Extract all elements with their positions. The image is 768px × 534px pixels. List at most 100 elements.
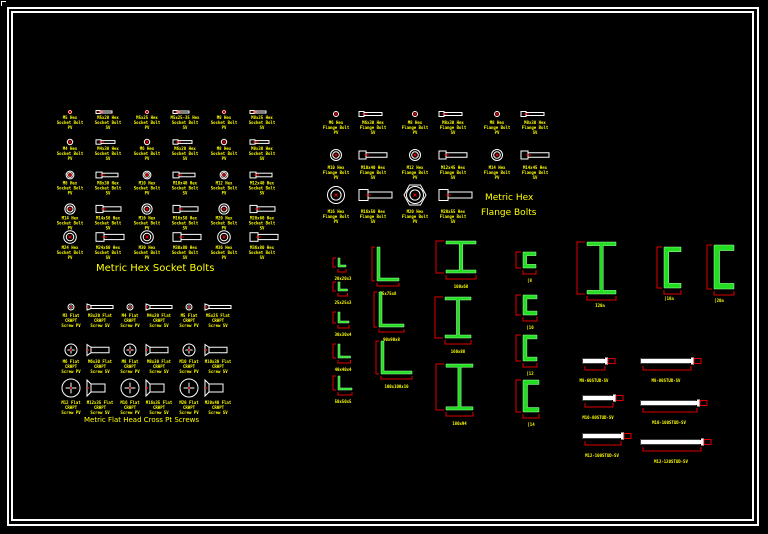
svg-text:M16 Hex: M16 Hex	[328, 209, 345, 214]
svg-text:PV: PV	[145, 226, 150, 231]
svg-text:Flange Bolt: Flange Bolt	[323, 125, 350, 130]
svg-text:PV: PV	[145, 190, 150, 195]
svg-text:SV: SV	[183, 156, 188, 161]
screw-icon	[126, 303, 134, 311]
svg-text:Socket Bolt: Socket Bolt	[57, 250, 84, 255]
svg-text:M36x80 Hex: M36x80 Hex	[250, 245, 275, 250]
svg-text:M12 Flat: M12 Flat	[61, 400, 81, 405]
svg-text:Socket Bolt: Socket Bolt	[172, 250, 199, 255]
bolt-head-plan-icon	[68, 110, 72, 114]
svg-text:50x50x5: 50x50x5	[335, 399, 352, 404]
svg-text:Socket Bolt: Socket Bolt	[134, 250, 161, 255]
svg-text:CRHPT: CRHPT	[183, 405, 196, 410]
svg-text:Socket Bolt: Socket Bolt	[95, 185, 122, 190]
bolt-side-view-icon	[172, 204, 199, 214]
stud-label: M8-80STUD-SV	[652, 378, 681, 383]
drawing-border-outer	[7, 7, 759, 526]
bolt-side-view-icon	[95, 110, 113, 114]
svg-text:Screw SV: Screw SV	[208, 369, 228, 374]
svg-text:Socket Bolt: Socket Bolt	[134, 185, 161, 190]
svg-text:M20 Hex: M20 Hex	[407, 209, 424, 214]
svg-text:Socket Bolt: Socket Bolt	[211, 120, 238, 125]
svg-text:Screw PV: Screw PV	[61, 410, 81, 415]
svg-text:Socket Bolt: Socket Bolt	[211, 151, 238, 156]
svg-text:M4x20 Flat: M4x20 Flat	[147, 313, 172, 318]
bolt-side-view-icon	[249, 171, 273, 179]
bolt-side-view-icon	[358, 189, 393, 201]
svg-text:Flange Bolt: Flange Bolt	[360, 170, 387, 175]
svg-text:M10-80STUD-SV: M10-80STUD-SV	[582, 415, 614, 420]
studs-block: M8-60STUD-SVM10-80STUD-SVM12-100STUD-SVM…	[580, 357, 712, 464]
bolt-side-view-icon	[172, 232, 202, 242]
svg-text:M8x30 Hex: M8x30 Hex	[97, 180, 119, 185]
bolt-head-plan-icon	[491, 149, 503, 161]
small-angle-section	[332, 375, 353, 396]
bolt-head-plan-icon	[64, 203, 76, 215]
stud-bolt-icon	[582, 357, 616, 371]
section-label: 100x68	[454, 284, 469, 289]
svg-text:M8-80STUD-SV: M8-80STUD-SV	[652, 378, 681, 383]
svg-text:20x20x3: 20x20x3	[335, 276, 352, 281]
bolt-side-view-icon	[95, 139, 116, 145]
screw-icon	[204, 303, 232, 311]
steel-sections-block: 20x20x325x25x330x30x440x40x450x50x575x75…	[332, 240, 735, 427]
svg-text:M8x30 Hex: M8x30 Hex	[524, 120, 546, 125]
section-label: 30x30x4	[335, 332, 352, 337]
svg-text:Screw PV: Screw PV	[120, 323, 140, 328]
large-angle-section	[375, 340, 413, 380]
screw-icon	[86, 303, 114, 311]
svg-text:M10 Hex: M10 Hex	[328, 165, 345, 170]
bolt-side-view-icon	[520, 111, 545, 117]
svg-text:M10x40 Hex: M10x40 Hex	[361, 165, 386, 170]
screw-icon	[123, 343, 137, 357]
bolt-side-view-icon	[95, 232, 125, 242]
svg-text:M36 Hex: M36 Hex	[216, 245, 233, 250]
svg-text:Flange Bolt: Flange Bolt	[323, 214, 350, 219]
section-label: 50x50x5	[335, 399, 352, 404]
svg-text:Socket Bolt: Socket Bolt	[57, 185, 84, 190]
svg-text:Flange Bolt: Flange Bolt	[402, 170, 429, 175]
large-channel-section	[706, 244, 735, 296]
channel-section	[515, 334, 538, 368]
svg-text:SV: SV	[260, 125, 265, 130]
svg-text:M10x40 Hex: M10x40 Hex	[173, 180, 198, 185]
svg-text:SV: SV	[371, 219, 376, 224]
channel-section	[515, 294, 538, 322]
svg-text:PV: PV	[334, 130, 339, 135]
svg-text:Socket Bolt: Socket Bolt	[211, 221, 238, 226]
svg-text:Flange Bolt: Flange Bolt	[522, 125, 549, 130]
svg-text:PV: PV	[222, 125, 227, 130]
small-angle-section	[332, 257, 347, 273]
section-label: [18a	[664, 296, 674, 301]
svg-text:M30 Hex: M30 Hex	[139, 245, 156, 250]
svg-text:Screw SV: Screw SV	[90, 369, 110, 374]
svg-text:CRHPT: CRHPT	[65, 364, 78, 369]
small-angle-section	[332, 343, 351, 364]
svg-text:Screw SV: Screw SV	[149, 369, 169, 374]
svg-text:Socket Bolt: Socket Bolt	[249, 185, 276, 190]
svg-text:M20x60 Hex: M20x60 Hex	[250, 216, 275, 221]
svg-text:M16x50 Hex: M16x50 Hex	[173, 216, 198, 221]
i-beam-section	[435, 363, 474, 417]
